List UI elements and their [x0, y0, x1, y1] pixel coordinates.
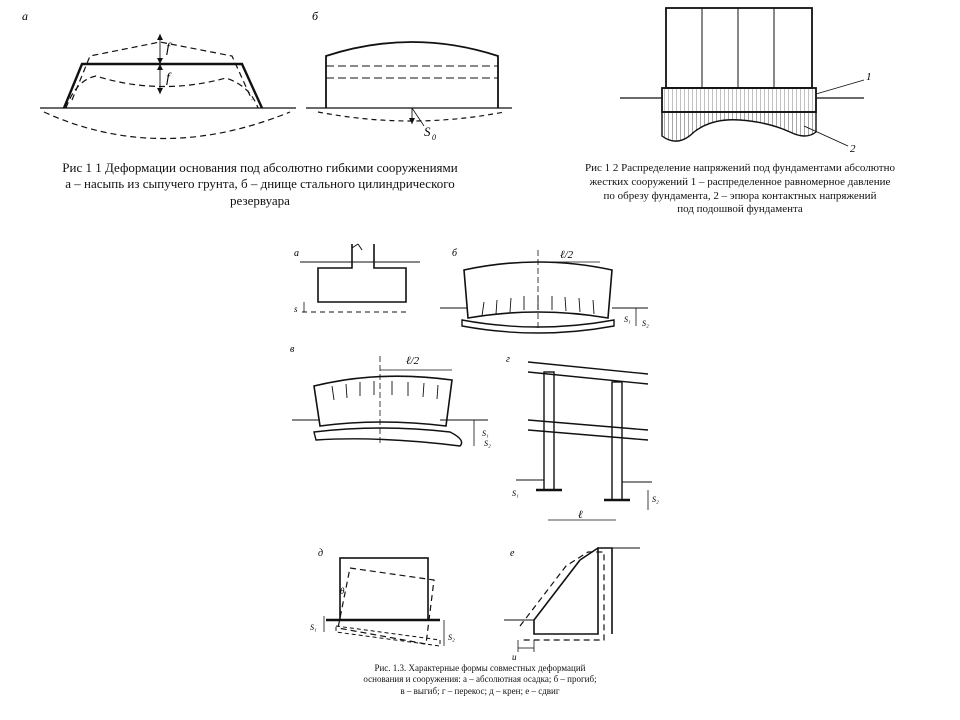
- fig2-caption-line: под подошвой фундамента: [677, 203, 803, 216]
- label-s: s: [294, 304, 298, 314]
- callout-2: 2: [850, 143, 856, 155]
- label-theta: θ: [340, 586, 345, 596]
- frame-beam-top: [527, 361, 649, 375]
- label-s0-sub: 0: [432, 133, 436, 142]
- fig3-panel-g-skew: [516, 361, 652, 521]
- deformed-top-upper: [71, 41, 253, 101]
- fig3-caption-line: Рис. 1.3. Характерные формы совместных д…: [374, 663, 586, 673]
- fig3-panel-d-tilt: [323, 557, 445, 647]
- fig1-panel-b-letter: б: [312, 9, 319, 23]
- label-s2-g: S₂: [652, 495, 659, 504]
- label-u: u: [512, 652, 517, 662]
- label-s2-d: S₂: [448, 633, 455, 642]
- frame-beam-mid: [527, 419, 649, 431]
- contact-stress-diagram: [661, 111, 817, 142]
- sagging-foundation: [461, 319, 615, 334]
- embankment-profile: [62, 62, 264, 109]
- fig1-caption-line: резервуара: [230, 192, 290, 208]
- fig3-caption-line: в – выгиб; г – перекос; д – крен; е – сд…: [400, 685, 560, 696]
- label-s2-b: S₂: [642, 319, 649, 328]
- fig3-caption-line: основания и сооружения: а – абсолютная о…: [363, 674, 597, 685]
- frame-column-right: [611, 381, 623, 501]
- fig3-panel-b-sagging: [440, 250, 648, 334]
- fig1-caption-line: Рис 1 1 Деформации основания под абсолют…: [62, 160, 458, 175]
- stepped-footing: [317, 244, 407, 303]
- label-f-top: f: [166, 41, 172, 56]
- fig3-panel-g-letter: г: [506, 354, 510, 365]
- retaining-wall: [533, 547, 613, 635]
- fig1-panel-a-letter: а: [22, 9, 28, 23]
- fig3-panel-e-shift: [504, 547, 640, 652]
- fig3-panel-v-hogging: [292, 356, 488, 447]
- uniform-pressure-diagram: [662, 88, 816, 112]
- hogging-foundation: [313, 427, 463, 447]
- fig3-panel-e-letter: е: [510, 548, 515, 559]
- building-block: [665, 7, 813, 89]
- fig2-caption: Рис 1 2 Распределение напряжений под фун…: [530, 162, 950, 217]
- sagging-structure: [463, 261, 613, 319]
- fig2-caption-line: Рис 1 2 Распределение напряжений под фун…: [585, 162, 895, 174]
- fig2-caption-line: по обрезу фундамента, 2 – эпюра контактн…: [603, 189, 877, 202]
- label-s0: S: [424, 124, 431, 139]
- callout-leader-1: [815, 79, 865, 95]
- building-initial: [339, 557, 429, 621]
- tank-shell: [325, 41, 499, 108]
- callout-1: 1: [866, 71, 872, 83]
- label-s1-g: S₁: [512, 489, 519, 498]
- fig3-panel-b-letter: б: [452, 248, 458, 259]
- fig2-caption-line: жестких сооружений 1 – распределенное ра…: [589, 175, 891, 188]
- fig3-panel-v-letter: в: [290, 344, 295, 355]
- fig1-panel-b-tank: [306, 41, 512, 127]
- fig2-rigid-foundation: [620, 7, 865, 147]
- label-s2-v: S₂: [484, 439, 491, 448]
- wall-shifted: [519, 551, 605, 641]
- hogging-structure: [313, 375, 453, 427]
- callout-leader-2: [803, 125, 849, 147]
- fig3-panel-a-settlement: [300, 243, 420, 313]
- fig1-panel-a-embankment: [40, 34, 296, 140]
- settlement-basin: [43, 111, 291, 140]
- fig3-panel-a-letter: а: [294, 248, 299, 259]
- label-l: ℓ: [578, 509, 583, 521]
- label-l2-b: ℓ/2: [560, 249, 574, 261]
- fig3-panel-d-letter: д: [318, 548, 323, 559]
- label-l2-v: ℓ/2: [406, 355, 420, 367]
- fig1-caption-line: а – насыпь из сыпучего грунта, б – днище…: [65, 176, 455, 192]
- label-s1-v: S₁: [482, 429, 489, 438]
- label-f-bottom: f: [166, 71, 172, 86]
- deformed-top-lower: [65, 75, 259, 109]
- label-s1-d: S₁: [310, 623, 317, 632]
- label-s1-b: S₁: [624, 315, 631, 324]
- fig1-caption: Рис 1 1 Деформации основания под абсолют…: [20, 160, 500, 209]
- fig3-caption: Рис. 1.3. Характерные формы совместных д…: [320, 663, 640, 697]
- foundation-tilted: [335, 625, 441, 647]
